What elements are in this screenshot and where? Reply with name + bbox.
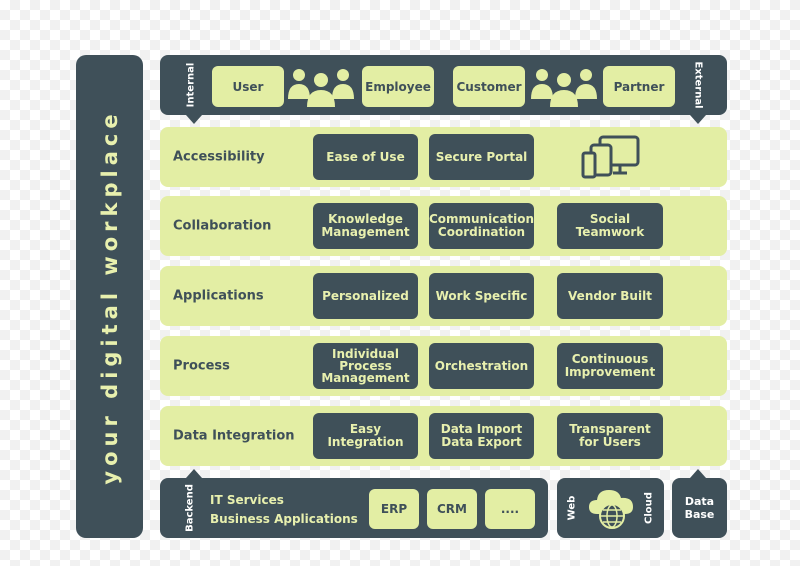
partner-button[interactable]: Partner	[603, 66, 675, 107]
individual-process-management-button[interactable]: Individual Process Management	[313, 343, 418, 389]
external-label: External	[692, 61, 704, 109]
backend-bar: Backend IT Services Business Application…	[160, 478, 548, 538]
people-group-icon	[288, 69, 354, 107]
cloud-label: Cloud	[643, 492, 655, 524]
web-cloud-box: Web Cloud	[557, 478, 664, 538]
top-bar: Internal User Employee Customer Partner …	[160, 55, 727, 115]
devices-icon	[581, 135, 640, 179]
continuous-improvement-button[interactable]: Continuous Improvement	[557, 343, 663, 389]
row-label: Process	[173, 358, 230, 374]
row-label: Accessibility	[173, 149, 265, 165]
row-label: Applications	[173, 288, 264, 304]
internal-label: Internal	[185, 62, 197, 108]
row-process: Process Individual Process Management Or…	[160, 336, 727, 396]
user-button[interactable]: User	[212, 66, 284, 107]
row-label: Collaboration	[173, 218, 272, 234]
secure-portal-button[interactable]: Secure Portal	[429, 134, 534, 180]
crm-button[interactable]: CRM	[427, 489, 477, 529]
cloud-globe-icon	[589, 490, 633, 529]
customer-button[interactable]: Customer	[453, 66, 525, 107]
easy-integration-button[interactable]: Easy Integration	[313, 413, 418, 459]
knowledge-management-button[interactable]: Knowledge Management	[313, 203, 418, 249]
internal-pointer	[186, 115, 202, 124]
database-pointer	[690, 469, 706, 478]
work-specific-button[interactable]: Work Specific	[429, 273, 534, 319]
database-label-line1: Data	[684, 495, 715, 508]
erp-button[interactable]: ERP	[369, 489, 419, 529]
personalized-button[interactable]: Personalized	[313, 273, 418, 319]
database-box: Data Base	[672, 478, 727, 538]
data-import-export-button[interactable]: Data Import Data Export	[429, 413, 534, 459]
employee-button[interactable]: Employee	[362, 66, 434, 107]
row-accessibility: Accessibility Ease of Use Secure Portal	[160, 127, 727, 187]
row-data-integration: Data Integration Easy Integration Data I…	[160, 406, 727, 466]
row-applications: Applications Personalized Work Specific …	[160, 266, 727, 326]
vendor-built-button[interactable]: Vendor Built	[557, 273, 663, 319]
social-teamwork-button[interactable]: Social Teamwork	[557, 203, 663, 249]
row-collaboration: Collaboration Knowledge Management Commu…	[160, 196, 727, 256]
business-applications-label: Business Applications	[210, 512, 358, 526]
orchestration-button[interactable]: Orchestration	[429, 343, 534, 389]
more-button[interactable]: ....	[485, 489, 535, 529]
database-label-line2: Base	[684, 508, 715, 521]
sidebar: your digital workplace	[76, 55, 143, 538]
backend-pointer	[186, 469, 202, 478]
it-services-label: IT Services	[210, 493, 284, 507]
ease-of-use-button[interactable]: Ease of Use	[313, 134, 418, 180]
web-label: Web	[566, 495, 578, 521]
external-pointer	[690, 115, 706, 124]
communication-coordination-button[interactable]: Communication Coordination	[429, 203, 534, 249]
transparent-for-users-button[interactable]: Transparent for Users	[557, 413, 663, 459]
sidebar-title: your digital workplace	[97, 108, 122, 485]
people-group-icon	[531, 69, 597, 107]
row-label: Data Integration	[173, 428, 295, 444]
backend-label: Backend	[184, 484, 196, 532]
